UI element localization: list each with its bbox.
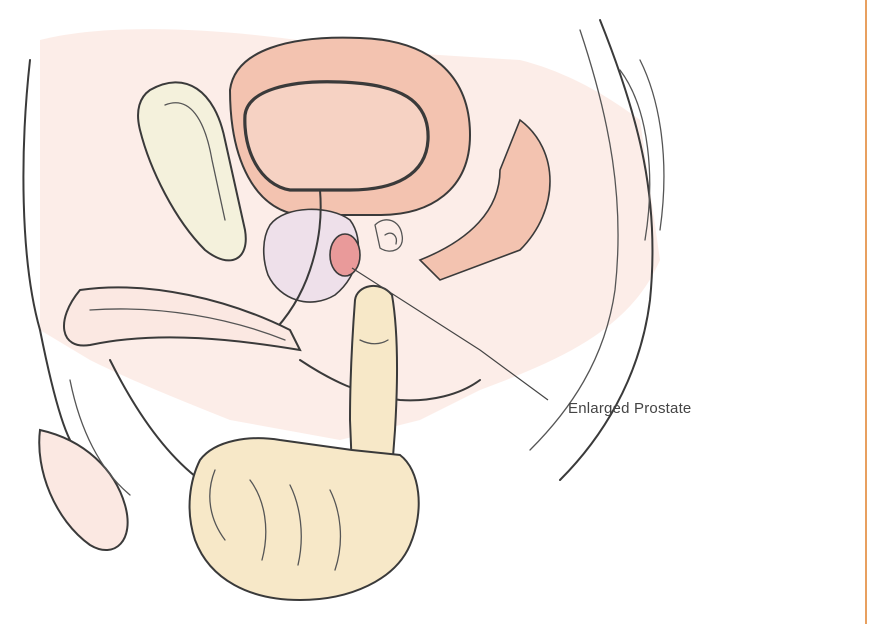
examining-finger <box>350 286 397 470</box>
examining-hand <box>190 438 419 600</box>
bladder-inner <box>245 82 428 190</box>
enlarged-prostate-label: Enlarged Prostate <box>568 400 691 417</box>
